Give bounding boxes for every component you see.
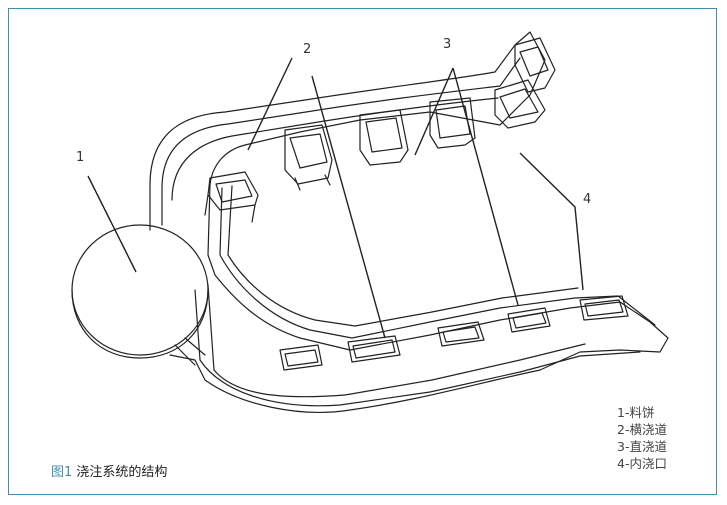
callout-3: 3 (443, 37, 452, 52)
figure-caption: 图1 浇注系统的结构 (51, 461, 167, 480)
runner-inner-contour (161, 57, 656, 339)
upper-ingate-5 (494, 37, 556, 129)
leader-line-1 (87, 175, 137, 273)
callout-2: 2 (303, 42, 312, 57)
upper-ingate-2 (284, 124, 333, 191)
upper-ingate-4 (429, 97, 476, 149)
leader-line-2a (247, 57, 293, 151)
lower-ingate-4 (507, 307, 551, 333)
figure-label: 图1 (51, 465, 73, 480)
biscuit-top (71, 224, 209, 356)
runner-outer-contour (149, 31, 669, 413)
legend-item-runner: 2-横浇道 (617, 422, 667, 437)
lower-ingate-5 (579, 295, 629, 321)
legend-item-sprue: 3-直浇道 (617, 439, 667, 454)
leader-line-3a (414, 67, 454, 156)
leader-line-3b (452, 67, 519, 306)
lower-ingate-3 (437, 321, 485, 347)
upper-ingate-1 (204, 171, 259, 223)
lower-ingate-1 (279, 344, 323, 371)
biscuit-side (71, 289, 209, 359)
figure-title: 浇注系统的结构 (76, 465, 168, 480)
lower-ingate-2 (347, 335, 401, 363)
legend: 1-料饼 2-横浇道 3-直浇道 4-内浇口 (617, 404, 667, 472)
legend-item-ingate: 4-内浇口 (617, 456, 667, 471)
leader-line-4 (519, 152, 584, 291)
callout-4: 4 (583, 192, 592, 207)
legend-item-biscuit: 1-料饼 (617, 405, 655, 420)
leader-line-2b (311, 75, 386, 339)
callout-1: 1 (76, 150, 85, 165)
upper-ingate-3 (359, 109, 409, 166)
